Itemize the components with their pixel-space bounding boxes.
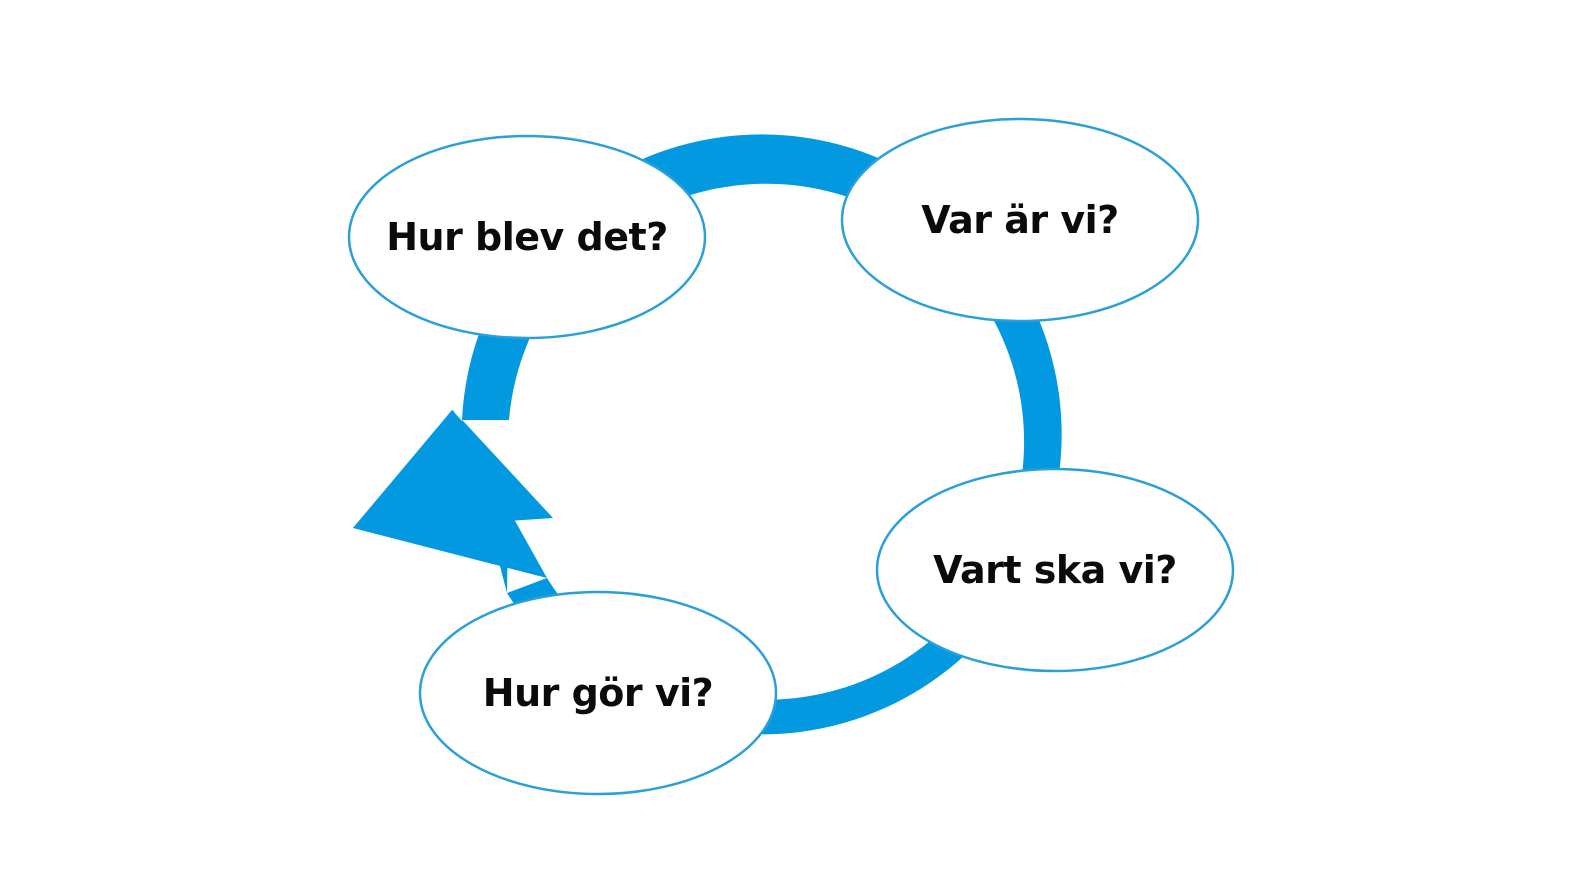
- node-vart-ska-vi: Vart ska vi?: [875, 467, 1235, 673]
- node-ellipse: [347, 134, 707, 340]
- node-label: Var är vi?: [921, 198, 1118, 242]
- node-label: Hur blev det?: [386, 215, 668, 259]
- node-ellipse: [418, 590, 778, 796]
- node-hur-gor-vi: Hur gör vi?: [418, 590, 778, 796]
- node-label: Vart ska vi?: [933, 548, 1177, 592]
- node-ellipse: [840, 117, 1200, 323]
- node-ellipse: [875, 467, 1235, 673]
- node-var-ar-vi: Var är vi?: [840, 117, 1200, 323]
- node-label: Hur gör vi?: [483, 671, 713, 715]
- cycle-arrowhead-tip: [353, 410, 550, 528]
- node-hur-blev-det: Hur blev det?: [347, 134, 707, 340]
